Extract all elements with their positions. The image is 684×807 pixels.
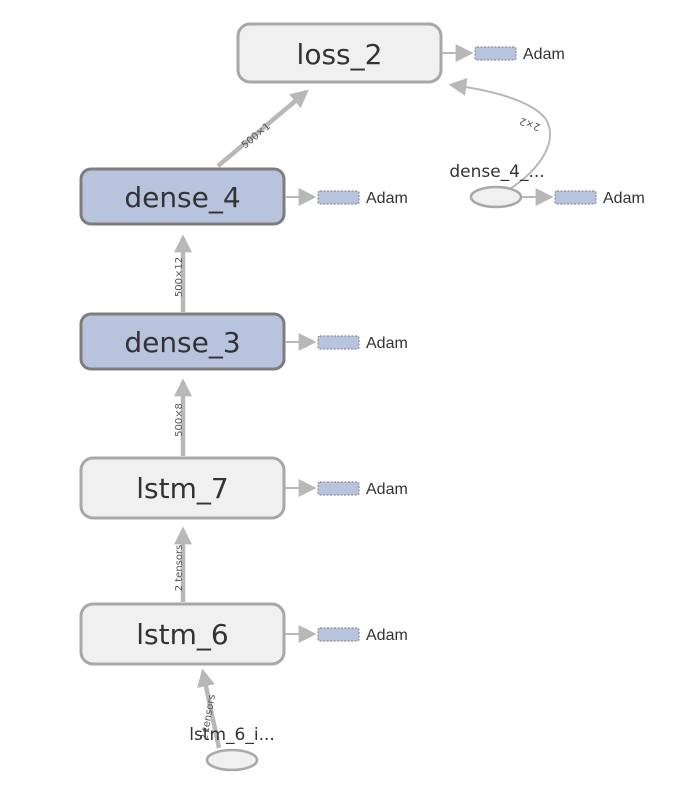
adam-link-dense-4[interactable]: Adam xyxy=(285,188,408,207)
node-lstm-6-input[interactable]: lstm_6_i... xyxy=(189,725,275,772)
node-loss-2[interactable]: loss_2 xyxy=(236,22,443,84)
adam-node-loss[interactable] xyxy=(474,46,517,61)
adam-node-dense-3[interactable] xyxy=(317,335,360,350)
adam-label-loss: Adam xyxy=(523,46,565,63)
node-label-dense-4: dense_4 xyxy=(124,181,240,214)
adam-link-lstm-6[interactable]: Adam xyxy=(285,625,408,644)
edge-label-lstm7-to-dense3: 500×8 xyxy=(174,403,185,437)
adam-node-dense-4[interactable] xyxy=(317,190,360,205)
adam-label-lstm-7: Adam xyxy=(366,481,408,498)
node-label-loss-2: loss_2 xyxy=(297,38,383,71)
node-label-lstm-6-input: lstm_6_i... xyxy=(189,725,275,745)
edge-label-lstm6-to-lstm7: 2 tensors xyxy=(174,545,185,592)
edge-label-dense4-to-loss: 500×1 xyxy=(240,121,273,151)
node-dense-4[interactable]: dense_4 xyxy=(79,167,286,226)
adam-link-dense-3[interactable]: Adam xyxy=(285,333,408,352)
edge-dense4-to-loss[interactable]: 500×1 xyxy=(216,89,309,168)
adam-label-dense-4: Adam xyxy=(366,190,408,207)
node-lstm-6[interactable]: lstm_6 xyxy=(79,602,286,666)
edge-label-dense3-to-dense4: 500×12 xyxy=(174,257,185,297)
adam-node-lstm-6[interactable] xyxy=(317,627,360,642)
adam-label-lstm-6: Adam xyxy=(366,627,408,644)
node-label-dense-4-input: dense_4_... xyxy=(449,162,544,182)
node-dense-4-input[interactable]: dense_4_... xyxy=(449,162,545,209)
edge-label-dense4input-to-loss: 2×2 xyxy=(518,115,542,133)
edge-dense3-to-dense4[interactable]: 500×12 xyxy=(174,234,192,312)
adam-node-lstm-7[interactable] xyxy=(317,481,360,496)
adam-label-dense-4-input: Adam xyxy=(603,190,645,207)
adam-node-dense-4-input[interactable] xyxy=(554,190,597,205)
adam-link-dense-4-input[interactable]: Adam xyxy=(522,188,645,207)
node-label-dense-3: dense_3 xyxy=(124,326,240,359)
node-label-lstm-6: lstm_6 xyxy=(136,618,228,651)
node-label-lstm-7: lstm_7 xyxy=(136,472,228,505)
adam-link-loss[interactable]: Adam xyxy=(442,44,565,63)
node-dense-3[interactable]: dense_3 xyxy=(79,312,286,371)
edge-lstm6-to-lstm7[interactable]: 2 tensors xyxy=(174,526,192,602)
edge-lstm7-to-dense3[interactable]: 500×8 xyxy=(174,378,192,456)
node-lstm-7[interactable]: lstm_7 xyxy=(79,456,286,520)
adam-link-lstm-7[interactable]: Adam xyxy=(285,479,408,498)
adam-label-dense-3: Adam xyxy=(366,335,408,352)
